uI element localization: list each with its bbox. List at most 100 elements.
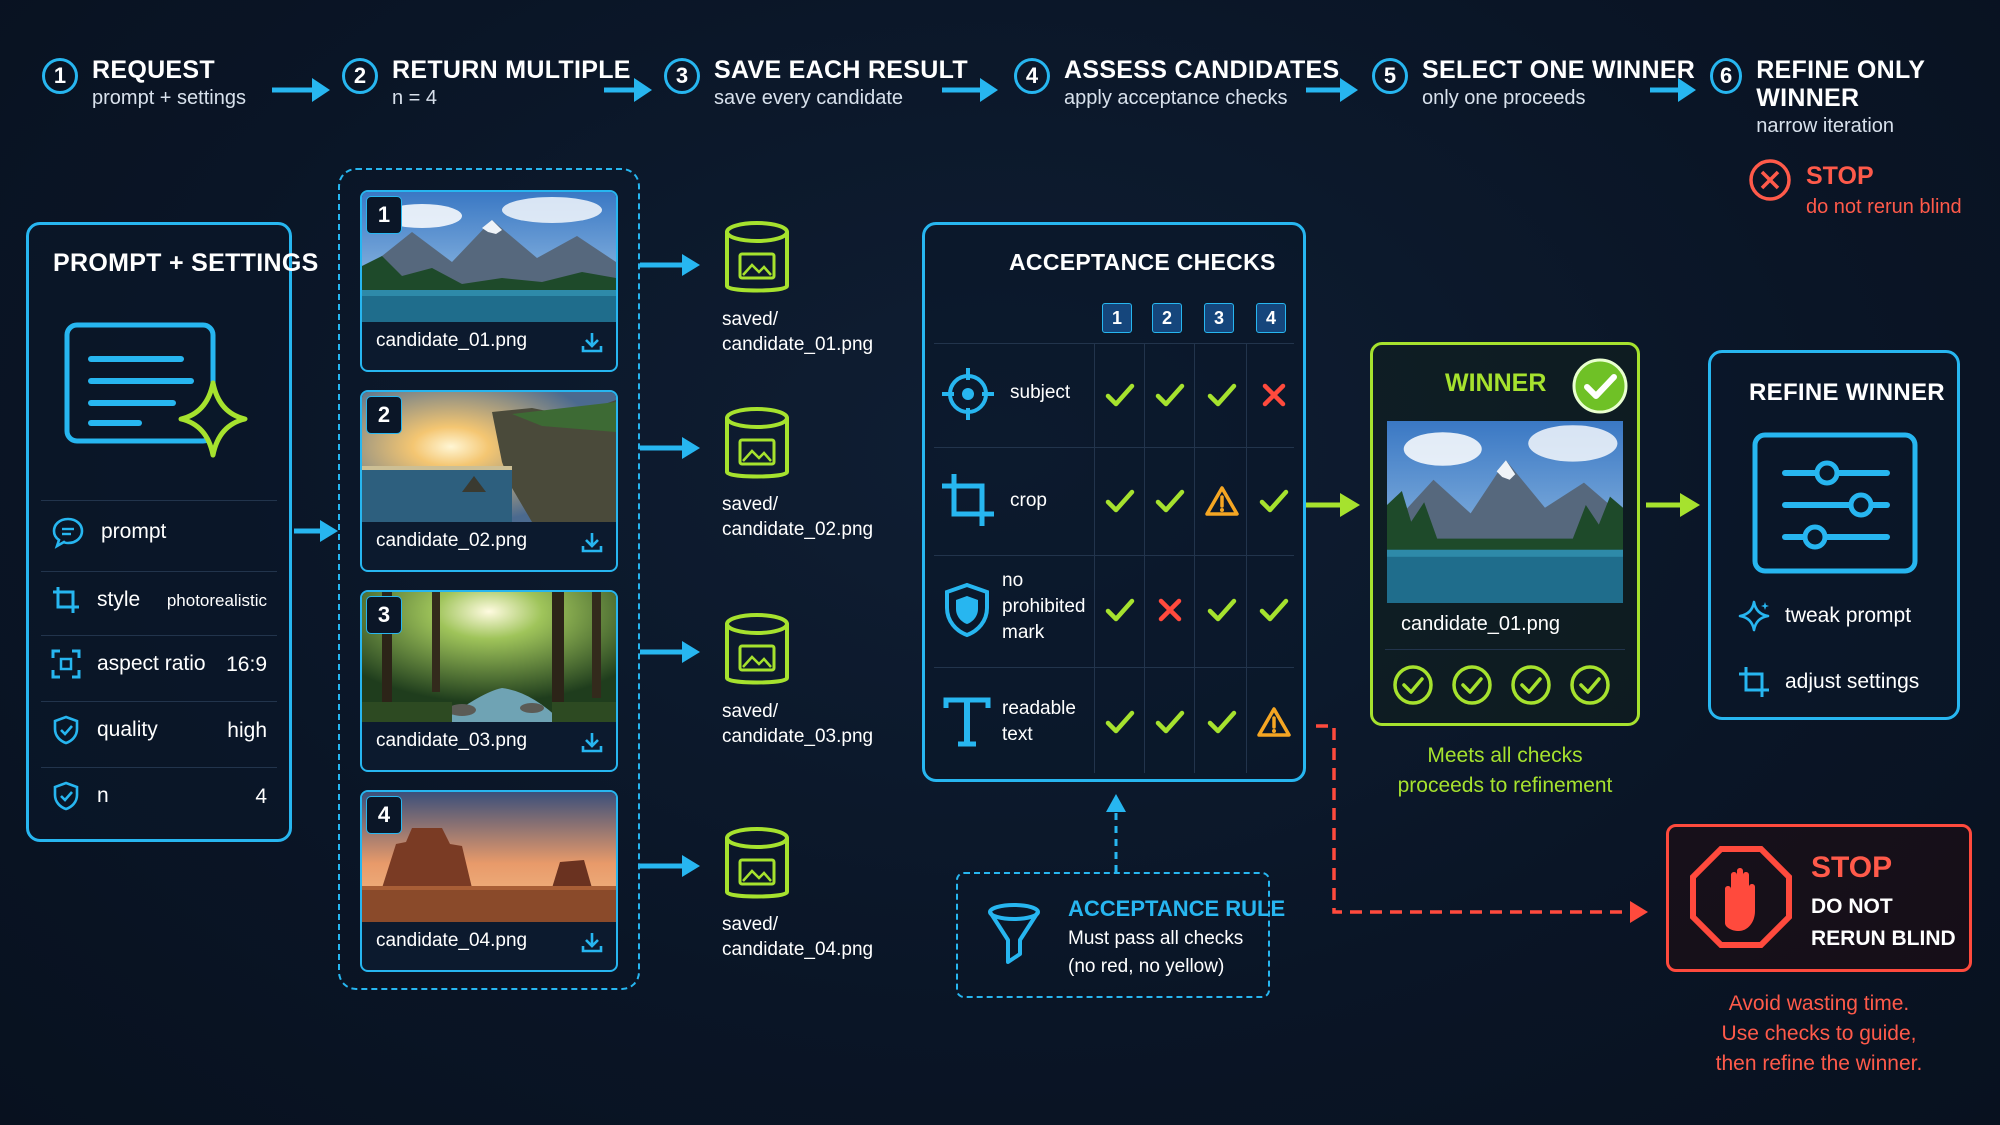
target-icon bbox=[942, 368, 994, 420]
candidate-number: 3 bbox=[366, 596, 402, 634]
step-subtitle: narrow iteration bbox=[1756, 115, 1895, 137]
setting-row-style: style bbox=[51, 585, 287, 615]
check-circle-icon bbox=[1452, 665, 1492, 705]
check-pass-icon bbox=[1207, 598, 1237, 622]
stop-hand-icon bbox=[1690, 846, 1792, 948]
step-subtitle: only one proceeds bbox=[1422, 87, 1586, 109]
panel-title: PROMPT + SETTINGS bbox=[53, 249, 319, 277]
step-title: SELECT ONE WINNER bbox=[1422, 56, 1696, 84]
rule-title: ACCEPTANCE RULE bbox=[1068, 896, 1286, 921]
saved-folder: saved/ bbox=[722, 701, 778, 722]
winner-check-row bbox=[1391, 663, 1623, 707]
candidate-image bbox=[362, 792, 616, 922]
prompt-settings-panel: PROMPT + SETTINGS prompt style photoreal… bbox=[26, 222, 318, 842]
stop-panel: STOP DO NOT RERUN BLIND bbox=[1666, 824, 1972, 972]
setting-value: photorealistic bbox=[166, 591, 267, 610]
refine-tool-adjust-settings: adjust settings bbox=[1737, 665, 1919, 699]
panel-title: REFINE WINNER bbox=[1749, 379, 1945, 406]
stop-title: STOP bbox=[1806, 162, 1874, 190]
step-title: ASSESS CANDIDATES bbox=[1064, 56, 1340, 84]
step-arrows bbox=[272, 78, 1696, 102]
refine-tool-tweak-prompt: tweak prompt bbox=[1737, 599, 1911, 633]
check-column-3: 3 bbox=[1204, 303, 1234, 333]
step-number: 1 bbox=[42, 58, 78, 94]
winner-title: WINNER bbox=[1445, 369, 1547, 397]
sliders-icon bbox=[1752, 432, 1918, 574]
saved-file: candidate_01.png bbox=[722, 334, 874, 355]
refine-tool-label: tweak prompt bbox=[1785, 604, 1912, 627]
step-number: 2 bbox=[342, 58, 378, 94]
winner-caption-1: Meets all checks bbox=[1427, 744, 1583, 767]
download-icon[interactable] bbox=[580, 530, 604, 554]
step-number: 5 bbox=[1372, 58, 1408, 94]
saved-file: candidate_04.png bbox=[722, 939, 874, 960]
acceptance-checks-panel: ACCEPTANCE CHECKS bbox=[922, 222, 1306, 782]
saved-path-2: saved/candidate_02.png bbox=[722, 492, 873, 542]
step-number: 3 bbox=[664, 58, 700, 94]
download-icon[interactable] bbox=[580, 730, 604, 754]
stop-big-line-1: DO NOT bbox=[1811, 895, 1893, 918]
check-pass-icon bbox=[1155, 383, 1185, 407]
setting-row-n: n bbox=[51, 781, 287, 811]
download-icon[interactable] bbox=[580, 930, 604, 954]
step-2: 2 RETURN MULTIPLE n = 4 bbox=[342, 56, 631, 112]
setting-value: high bbox=[227, 719, 267, 742]
check-circle-icon bbox=[1572, 358, 1628, 414]
step-number: 4 bbox=[1014, 58, 1050, 94]
chat-bubble-icon bbox=[52, 517, 84, 549]
saved-path-1: saved/candidate_01.png bbox=[722, 307, 873, 357]
crop-icon bbox=[1739, 667, 1769, 697]
candidates-group bbox=[338, 168, 640, 990]
database-image-icon bbox=[725, 613, 789, 685]
candidate-number: 1 bbox=[366, 196, 402, 234]
step-4: 4 ASSESS CANDIDATES apply acceptance che… bbox=[1014, 56, 1340, 112]
candidate-card-3[interactable]: 3 candidate_03.png bbox=[360, 590, 618, 772]
setting-label: style bbox=[97, 588, 141, 611]
winner-caption-2: proceeds to refinement bbox=[1397, 774, 1613, 797]
document-sparkle-icon bbox=[64, 322, 248, 458]
stop-note-1: Avoid wasting time. bbox=[1728, 992, 1910, 1015]
text-icon bbox=[943, 697, 991, 747]
candidate-card-4[interactable]: 4 candidate_04.png bbox=[360, 790, 618, 972]
step-title: SAVE EACH RESULT bbox=[714, 56, 968, 84]
check-column-1: 1 bbox=[1102, 303, 1132, 333]
setting-label: n bbox=[97, 784, 109, 807]
criterion-label: no prohibited mark bbox=[1002, 570, 1086, 643]
criterion-label: subject bbox=[1010, 382, 1071, 403]
candidate-filename: candidate_04.png bbox=[376, 930, 528, 951]
database-image-icon bbox=[725, 221, 789, 293]
setting-value: 16:9 bbox=[226, 653, 267, 676]
check-pass-icon bbox=[1105, 710, 1135, 734]
crop-icon bbox=[53, 587, 79, 613]
aspect-ratio-icon bbox=[51, 649, 81, 679]
check-column-2: 2 bbox=[1152, 303, 1182, 333]
shield-check-icon bbox=[53, 715, 79, 745]
stop-note-3: then refine the winner. bbox=[1715, 1052, 1923, 1075]
rule-line-1: Must pass all checks bbox=[1068, 928, 1244, 949]
candidate-card-1[interactable]: 1 candidate_01.png bbox=[360, 190, 618, 372]
step-number: 6 bbox=[1710, 58, 1743, 94]
setting-row-prompt: prompt bbox=[51, 515, 287, 549]
check-warning-icon bbox=[1205, 486, 1239, 516]
saved-file: candidate_02.png bbox=[722, 519, 874, 540]
check-pass-icon bbox=[1105, 383, 1135, 407]
saved-folder: saved/ bbox=[722, 309, 778, 330]
step-3: 3 SAVE EACH RESULT save every candidate bbox=[664, 56, 968, 112]
saved-path-3: saved/candidate_03.png bbox=[722, 699, 873, 749]
stop-subtitle: do not rerun blind bbox=[1806, 196, 1962, 218]
refine-tool-label: adjust settings bbox=[1785, 670, 1920, 693]
stop-big-title: STOP bbox=[1811, 851, 1893, 884]
candidate-card-2[interactable]: 2 candidate_02.png bbox=[360, 390, 618, 572]
check-pass-icon bbox=[1259, 598, 1289, 622]
database-image-icon bbox=[725, 407, 789, 479]
check-column-4: 4 bbox=[1256, 303, 1286, 333]
candidate-image bbox=[362, 192, 616, 322]
download-icon[interactable] bbox=[580, 330, 604, 354]
funnel-icon bbox=[988, 903, 1040, 964]
check-circle-icon bbox=[1511, 665, 1551, 705]
candidate-image bbox=[362, 392, 616, 522]
setting-row-aspect-ratio: aspect ratio bbox=[51, 649, 287, 679]
shield-check-icon bbox=[53, 781, 79, 811]
